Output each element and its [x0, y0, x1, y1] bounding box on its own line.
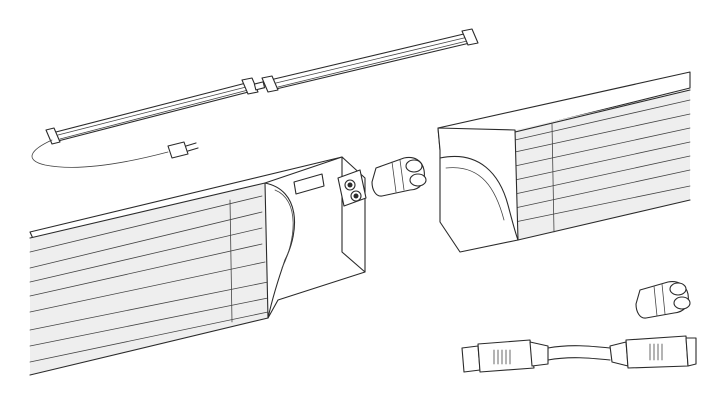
overview-tube-1 [45, 77, 259, 145]
led-tube-pair-overview [45, 28, 479, 145]
left-light-bar-end [29, 156, 367, 376]
overview-joiner [253, 81, 266, 91]
spare-connector [635, 281, 691, 319]
extension-cable [461, 335, 697, 373]
linking-connector [371, 156, 427, 197]
right-light-bar-end [437, 71, 691, 253]
overview-tube-2 [261, 28, 479, 93]
power-cord-with-plug [31, 139, 199, 168]
